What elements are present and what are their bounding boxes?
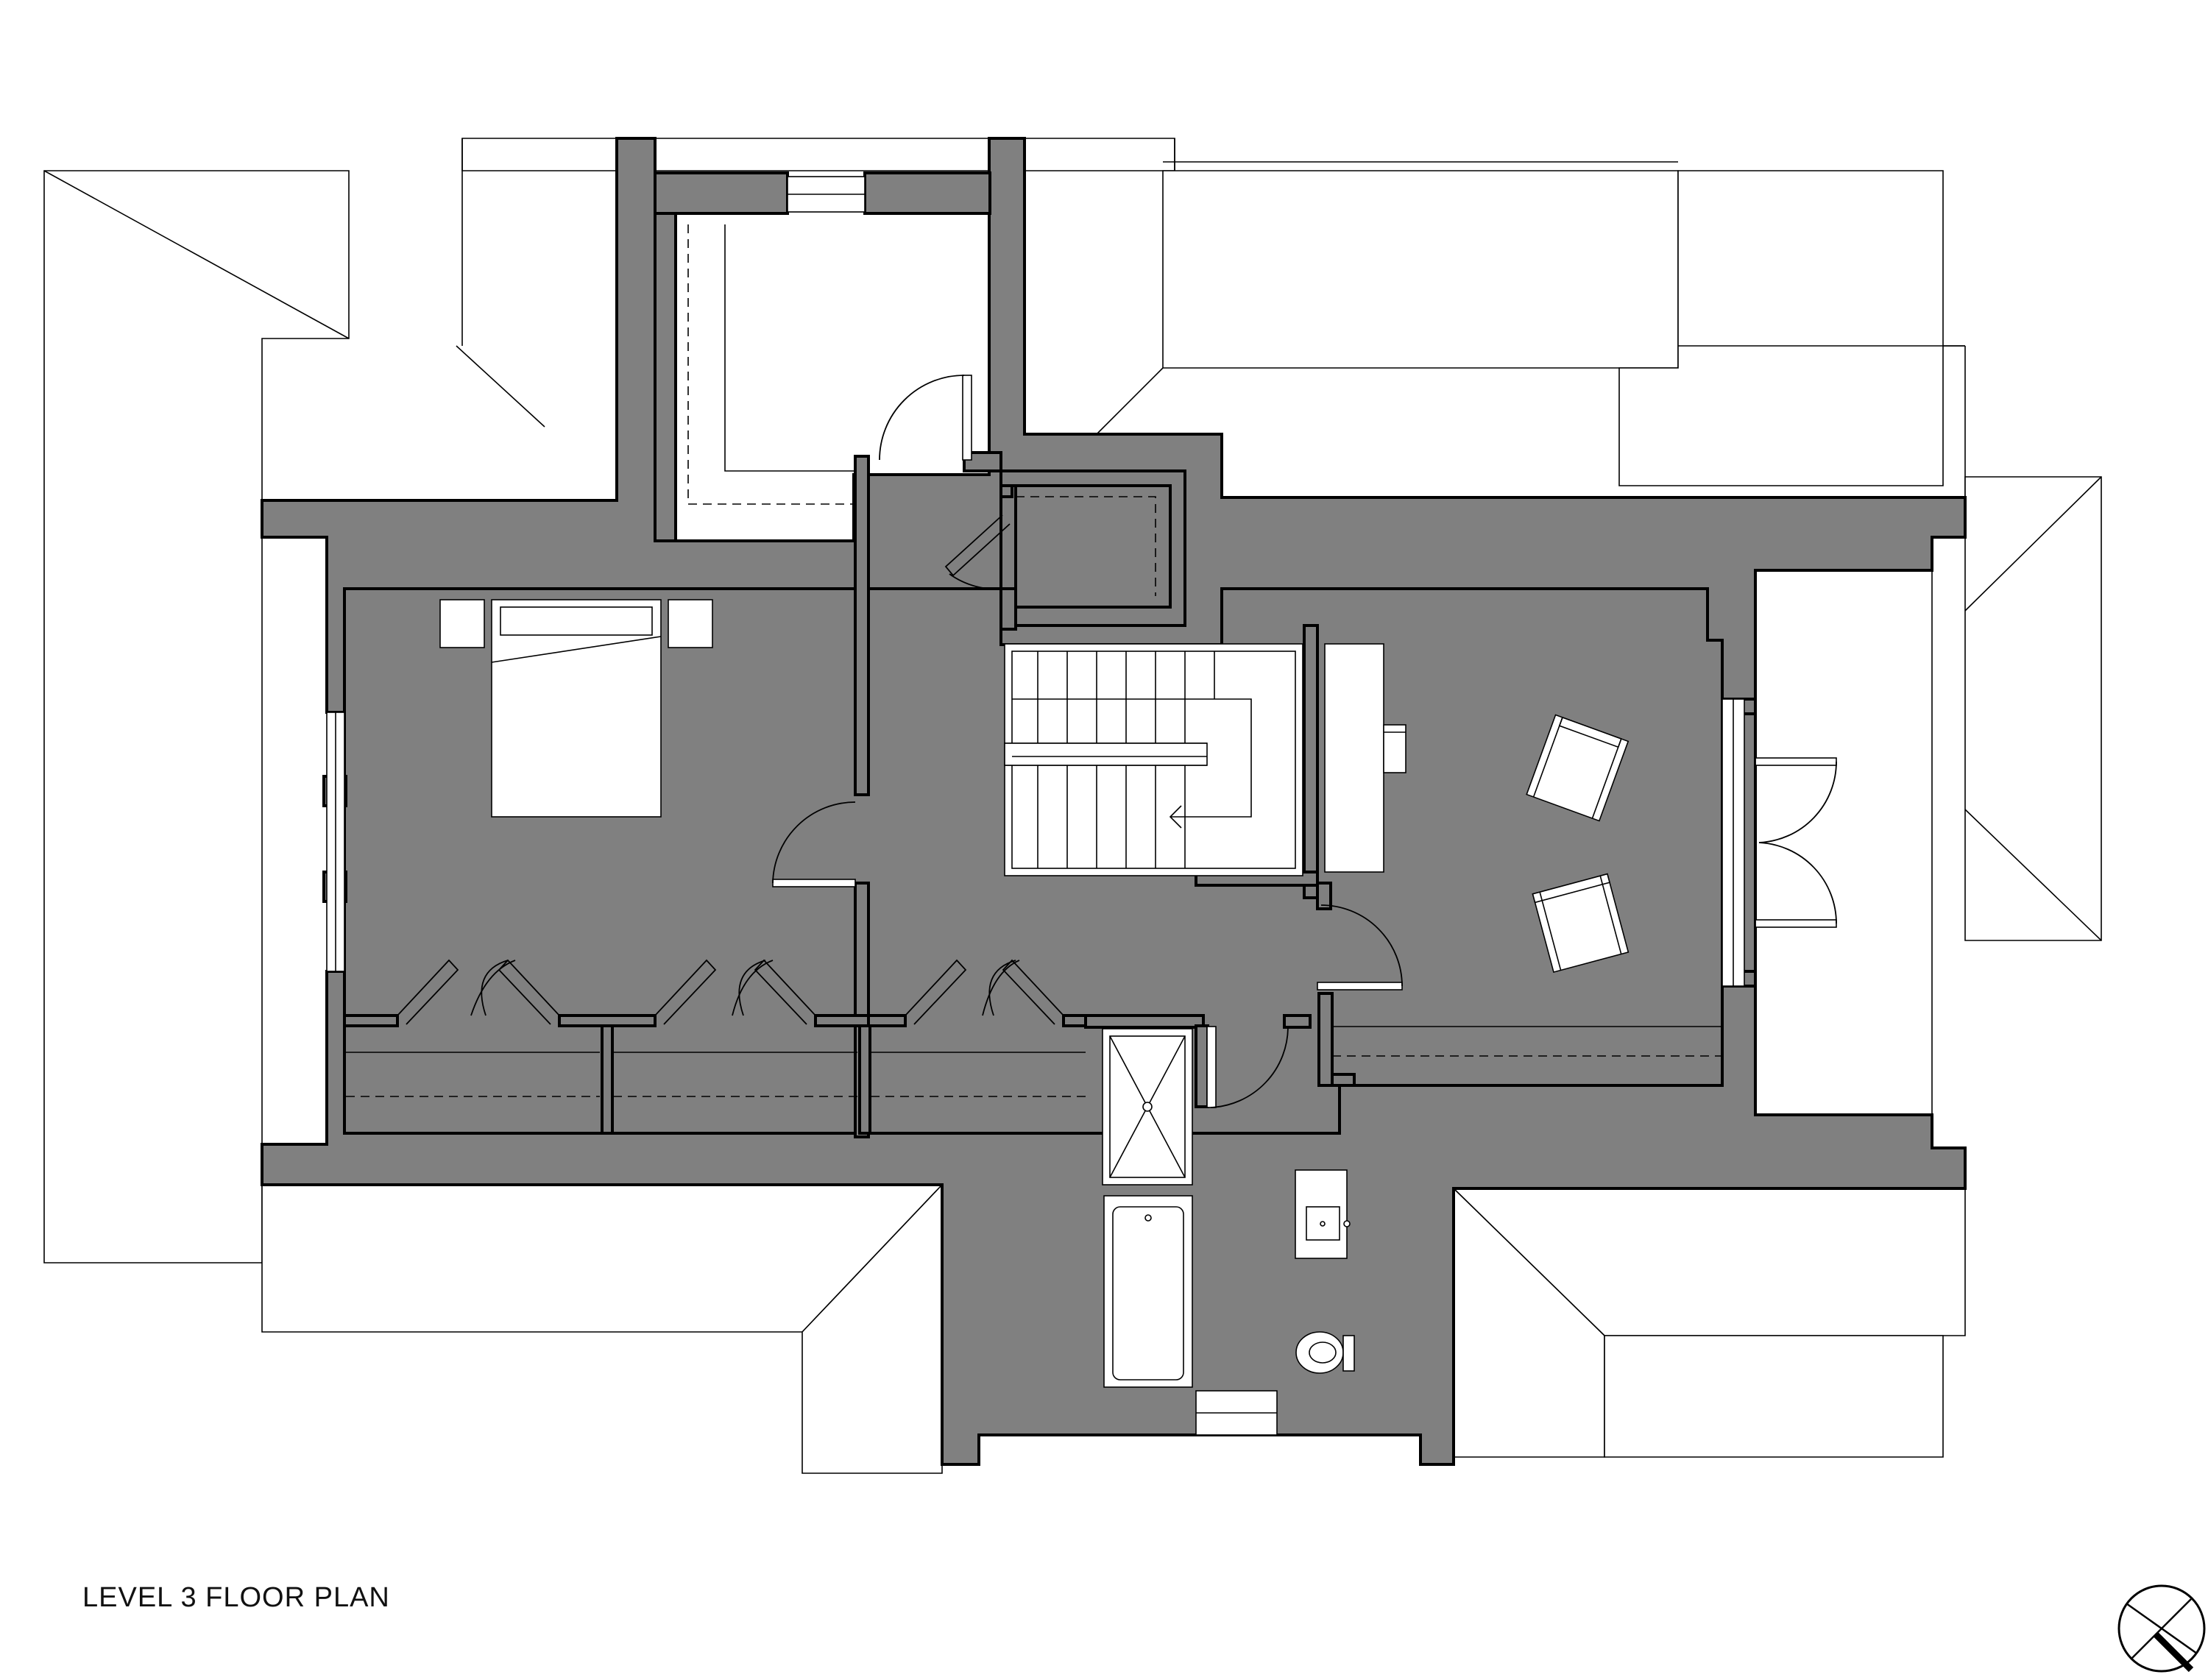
study-furniture [1324,643,1722,1057]
north-window-wall-right [863,171,991,215]
vanity [1295,1169,1348,1259]
doors [772,375,1837,1108]
closet-divider-2 [858,1024,871,1135]
desk [1324,643,1384,873]
north-arrow-icon [2117,1584,2206,1673]
study-south-jamb [1317,992,1334,1087]
stairs [1004,643,1303,876]
door-bath-leaf [1206,1026,1217,1108]
roof-north-dormer [1162,170,1679,369]
bath-wall-top [1084,1014,1205,1029]
closets [346,959,1086,1097]
closet-wall-2 [558,1014,657,1027]
storage-closet-jamb [999,587,1017,631]
north-window-wall-left [654,171,789,215]
bath-door-jamb [1283,1014,1312,1029]
closet-wall-4 [867,1014,907,1027]
study-south-wall [1331,1073,1356,1087]
alcove-shelf [724,224,854,472]
door-east-leaf-2 [1755,919,1837,928]
bathroom-fixtures [1102,1028,1355,1388]
door-study-leaf [1317,982,1403,990]
closet-wall-3 [814,1014,870,1027]
lounge-chair-2 [1532,873,1630,974]
storage-closet-wall [963,451,1186,627]
door-alcove-leaf [962,375,972,461]
toilet-tank [1342,1335,1355,1372]
bathtub [1103,1195,1193,1388]
stair-direction-line [1012,698,1252,818]
door-bedroom-leaf [772,879,856,887]
roof-west [43,170,350,1263]
roof-south-hip [802,1183,943,1474]
north-alcove-wall [654,212,677,542]
windows [326,176,1745,1436]
alcove-dashed [687,224,854,505]
closet-divider-1 [601,1024,614,1135]
shower-drain-icon [1142,1102,1153,1112]
roof-northeast [1618,170,1944,486]
bed-pillow [500,606,653,636]
study-jamb [1316,882,1332,910]
stair-arrow-icon [1169,805,1182,829]
roof-north-ridge [461,138,1175,171]
lounge-chair-1 [1526,714,1630,822]
bedroom-hall-wall-upper [854,455,870,796]
stair-study-wall [1303,624,1319,899]
bedroom-furniture [439,599,713,818]
nightstand-right [668,599,713,648]
storage-dashed [1016,496,1156,596]
nightstand-left [439,599,485,648]
bath-wall-jamb [1195,1024,1209,1108]
roof-southeast-low [1604,1335,1944,1458]
sink-drain-icon [1320,1221,1326,1227]
stair-treads [1037,651,1215,868]
door-east-leaf-1 [1755,757,1837,766]
desk-chair [1383,724,1406,773]
plan-title: LEVEL 3 FLOOR PLAN [82,1582,390,1613]
bed [491,599,662,818]
closet-wall-1 [343,1014,399,1027]
tub-drain-icon [1144,1214,1152,1222]
faucet-icon [1343,1220,1351,1227]
roof-east [1964,476,2102,941]
stair-rail [1004,742,1208,766]
